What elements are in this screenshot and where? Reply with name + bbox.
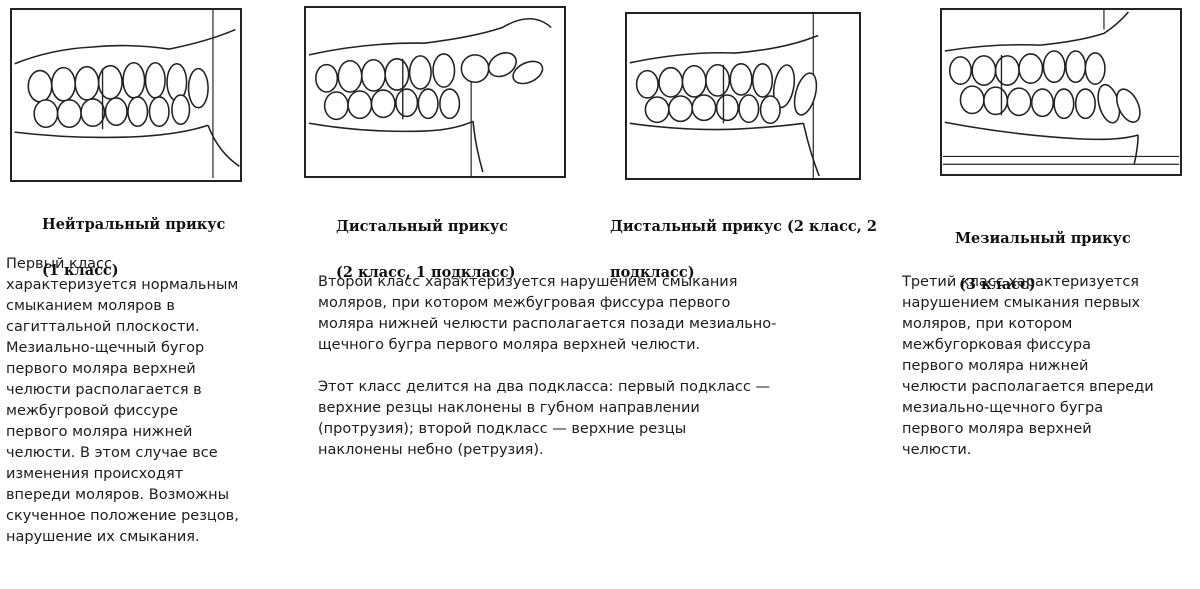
dental-occlusion-class-2-1-icon bbox=[308, 17, 552, 176]
desc-line: щечного бугра первого моляра верхней чел… bbox=[318, 337, 701, 353]
desc-line: (протрузия); второй подкласс — верхние р… bbox=[318, 421, 687, 437]
desc-line: наклонены небно (ретрузия). bbox=[318, 442, 544, 458]
desc-line: первого моляра верхней bbox=[902, 421, 1092, 437]
desc-line: верхние резцы наклонены в губном направл… bbox=[318, 400, 700, 416]
desc-line: изменения происходят bbox=[6, 466, 184, 482]
caption-class-1-line1: Нейтральный прикус bbox=[42, 216, 226, 233]
occlusion-figure-class-2-2 bbox=[625, 12, 861, 180]
caption-class-1-line2: (1 класс) bbox=[42, 262, 119, 279]
desc-line: моляров, при котором bbox=[902, 316, 1073, 332]
desc-line: моляров, при котором межбугровая фиссура… bbox=[318, 295, 731, 311]
desc-line: Первый класс bbox=[6, 256, 112, 272]
desc-line: нарушение их смыкания. bbox=[6, 529, 200, 545]
occlusion-figure-class-1 bbox=[10, 8, 242, 182]
desc-line: первого моляра нижней bbox=[6, 424, 193, 440]
desc-line: межбугорковая фиссура bbox=[902, 337, 1091, 353]
desc-line: смыканием моляров в bbox=[6, 298, 175, 314]
description-class-2: Второй класс характеризуется нарушением … bbox=[318, 272, 878, 461]
dental-occlusion-class-3-icon bbox=[942, 10, 1180, 165]
caption-class-2-1-line1: Дистальный прикус bbox=[336, 218, 508, 235]
desc-line: челюсти располагается впереди bbox=[902, 379, 1154, 395]
desc-line: Второй класс характеризуется нарушением … bbox=[318, 274, 738, 290]
occlusion-figure-class-2-1 bbox=[304, 6, 566, 178]
desc-line: характеризуется нормальным bbox=[6, 277, 239, 293]
desc-line: моляра нижней челюсти располагается поза… bbox=[318, 316, 777, 332]
desc-line: мезиально-щечного бугра bbox=[902, 400, 1104, 416]
desc-line: нарушением смыкания первых bbox=[902, 295, 1141, 311]
desc-line: межбугровой фиссуре bbox=[6, 403, 179, 419]
desc-line: челюсти располагается в bbox=[6, 382, 202, 398]
caption-class-3: Мезиальный прикус (3 класс) bbox=[955, 204, 1131, 319]
caption-class-3-line1: Мезиальный прикус bbox=[955, 230, 1131, 247]
caption-class-2-2: Дистальный прикус (2 класс, 2 подкласс) bbox=[610, 192, 877, 307]
dental-occlusion-class-2-2-icon bbox=[629, 14, 820, 178]
desc-line: скученное положение резцов, bbox=[6, 508, 239, 524]
desc-line: первого моляра верхней bbox=[6, 361, 196, 377]
desc-line: челюсти. bbox=[902, 442, 972, 458]
description-class-3: Третий класс характеризуется нарушением … bbox=[902, 272, 1198, 461]
caption-class-1: Нейтральный прикус (1 класс) bbox=[42, 190, 225, 305]
desc-line: впереди моляров. Возможны bbox=[6, 487, 230, 503]
caption-class-2-2-line1: Дистальный прикус (2 класс, 2 bbox=[610, 218, 877, 235]
caption-class-2-2-line2: подкласс) bbox=[610, 264, 695, 281]
desc-line: первого моляра нижней bbox=[902, 358, 1089, 374]
caption-class-2-1-line2: (2 класс, 1 подкласс) bbox=[336, 264, 516, 281]
dental-occlusion-class-1-icon bbox=[14, 10, 240, 179]
desc-line: Мезиально-щечный бугор bbox=[6, 340, 205, 356]
caption-class-3-line2: (3 класс) bbox=[959, 276, 1036, 293]
occlusion-figure-class-3 bbox=[940, 8, 1182, 176]
desc-line: Этот класс делится на два подкласса: пер… bbox=[318, 379, 770, 395]
desc-line: Третий класс характеризуется bbox=[902, 274, 1140, 290]
description-class-1: Первый класс характеризуется нормальным … bbox=[6, 254, 296, 548]
desc-line: челюсти. В этом случае все bbox=[6, 445, 218, 461]
caption-class-2-1: Дистальный прикус (2 класс, 1 подкласс) bbox=[336, 192, 516, 307]
desc-line: сагиттальной плоскости. bbox=[6, 319, 200, 335]
